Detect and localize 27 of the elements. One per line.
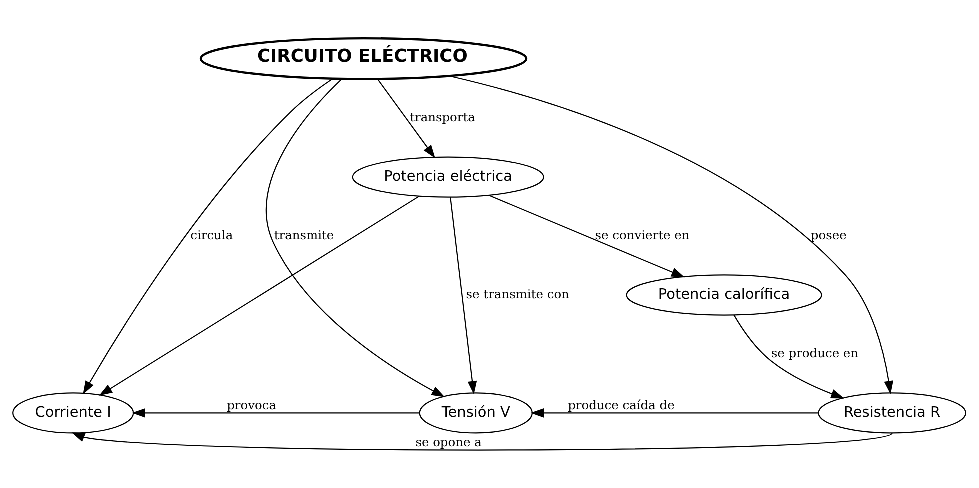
arrow bbox=[450, 196, 478, 394]
edge-label: posee bbox=[810, 228, 847, 242]
edge-label: produce caída de bbox=[568, 398, 675, 412]
node-ellipse: CIRCUITO ELÉCTRICO bbox=[200, 36, 528, 80]
edge-label: se transmite con bbox=[466, 286, 570, 301]
edge-label: transmite bbox=[274, 228, 334, 242]
node-ellipse: Resistencia R bbox=[818, 392, 966, 434]
arrow bbox=[83, 78, 333, 394]
node-ellipse: Potencia calorífica bbox=[626, 274, 822, 316]
edge-label: se opone a bbox=[416, 435, 482, 450]
edge-label: circula bbox=[190, 228, 234, 242]
node-ellipse: Potencia eléctrica bbox=[352, 156, 544, 198]
arrow bbox=[530, 408, 818, 418]
arrow bbox=[266, 78, 446, 397]
arrow bbox=[132, 408, 420, 418]
node-ellipse: Corriente I bbox=[12, 392, 134, 434]
arrow bbox=[99, 196, 420, 396]
edge-label: transporta bbox=[410, 110, 476, 124]
arrow bbox=[488, 194, 685, 278]
node-ellipse: Tensión V bbox=[419, 392, 533, 434]
arrow bbox=[72, 432, 892, 450]
edge-label: provoca bbox=[227, 398, 277, 412]
edge-label: se convierte en bbox=[595, 228, 690, 242]
arrow bbox=[450, 75, 894, 394]
arrow bbox=[734, 314, 845, 398]
edge-label: se produce en bbox=[771, 346, 859, 360]
arrow bbox=[378, 78, 436, 158]
